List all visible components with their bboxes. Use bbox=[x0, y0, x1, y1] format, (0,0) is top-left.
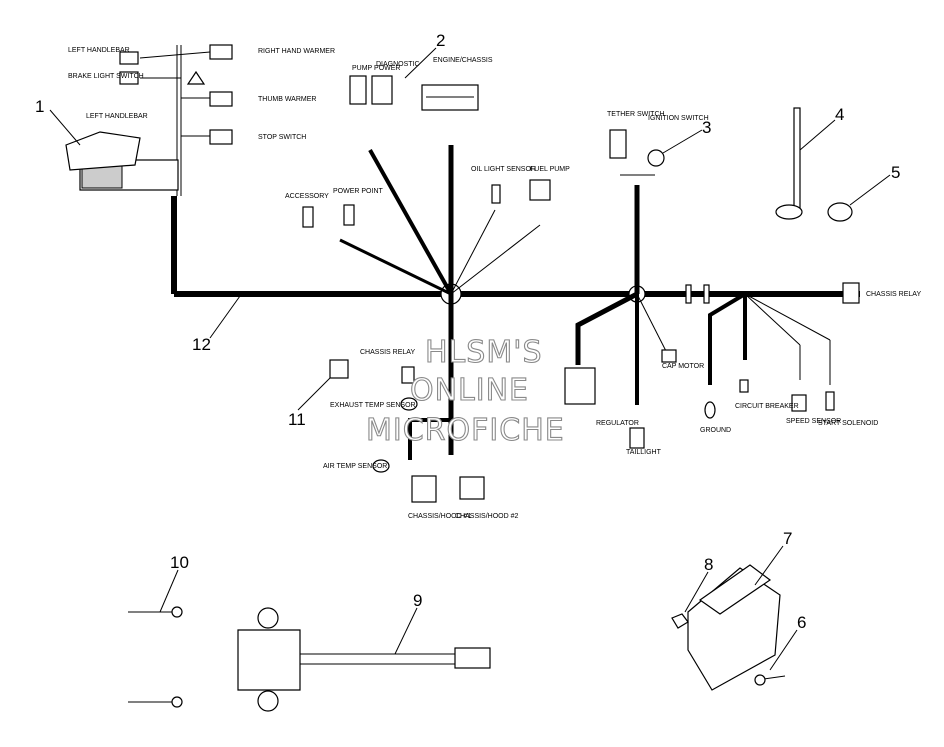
watermark-line-2: ONLINE bbox=[410, 373, 529, 408]
label-chassis-hood-1: CHASSIS/HOOD #1 bbox=[408, 513, 472, 520]
callout-9: 9 bbox=[413, 591, 422, 610]
label-exhaust-temp-sensor: EXHAUST TEMP SENSOR bbox=[330, 402, 416, 409]
label-tether-switch: TETHER SWITCH bbox=[607, 111, 665, 118]
label-circuit-breaker: CIRCUIT BREAKER bbox=[735, 403, 799, 410]
label-air-temp-sensor: AIR TEMP SENSOR bbox=[323, 463, 387, 470]
label-taillight: TAILLIGHT bbox=[626, 449, 662, 456]
callout-8: 8 bbox=[704, 555, 713, 574]
label-fuel-pump: FUEL PUMP bbox=[530, 166, 570, 173]
label-ground: GROUND bbox=[700, 427, 731, 434]
label-speed-sensor: SPEED SENSOR bbox=[786, 418, 841, 425]
label-chassis-hood-2: CHASSIS/HOOD #2 bbox=[455, 513, 519, 520]
label-ignition-switch: IGNITION SWITCH bbox=[648, 115, 709, 122]
label-diagnostic: DIAGNOSTIC bbox=[376, 61, 420, 68]
callout-10: 10 bbox=[170, 553, 189, 572]
callout-leaders bbox=[49, 47, 891, 671]
callout-2: 2 bbox=[436, 31, 445, 50]
voltage-regulator bbox=[237, 607, 491, 712]
cable-clip bbox=[827, 202, 853, 222]
label-start-solenoid: START SOLENOID bbox=[818, 420, 878, 427]
callout-7: 7 bbox=[783, 529, 792, 548]
callout-11: 11 bbox=[288, 410, 306, 429]
label-engine-chassis: ENGINE/CHASSIS bbox=[433, 57, 493, 64]
cable-tie bbox=[775, 107, 803, 220]
label-accessory: ACCESSORY bbox=[285, 193, 329, 200]
watermark-line-1: HLSM'S bbox=[425, 335, 543, 370]
label-stop-switch: STOP SWITCH bbox=[258, 134, 306, 141]
label-pump-power: PUMP POWER bbox=[352, 65, 401, 72]
left-handlebar-assembly bbox=[65, 44, 233, 191]
label-left-handlebar-top: LEFT HANDLEBAR bbox=[68, 47, 130, 54]
callout-5: 5 bbox=[891, 163, 900, 182]
rivets bbox=[128, 606, 183, 708]
label-power-point: POWER POINT bbox=[333, 188, 384, 195]
callout-3: 3 bbox=[702, 118, 711, 137]
callout-12: 12 bbox=[192, 335, 211, 354]
label-regulator: REGULATOR bbox=[596, 420, 639, 427]
callout-1: 1 bbox=[35, 97, 44, 116]
label-oil-light-sensor: OIL LIGHT SENSOR bbox=[471, 166, 536, 173]
callout-6: 6 bbox=[797, 613, 806, 632]
harness-connectors bbox=[302, 179, 860, 503]
rectifier-assembly bbox=[671, 564, 786, 691]
label-left-handlebar: LEFT HANDLEBAR bbox=[86, 113, 148, 120]
main-harness bbox=[171, 45, 860, 460]
callout-4: 4 bbox=[835, 105, 844, 124]
diagnostic-connectors bbox=[349, 75, 479, 111]
label-chassis-relay-right: CHASSIS RELAY bbox=[866, 291, 921, 298]
ignition-switch-group bbox=[609, 129, 665, 176]
label-cap-motor: CAP MOTOR bbox=[662, 363, 704, 370]
watermark-line-3: MICROFICHE bbox=[366, 413, 565, 448]
label-chassis-relay-left: CHASSIS RELAY bbox=[360, 349, 415, 356]
label-thumb-warmer: THUMB WARMER bbox=[258, 96, 316, 103]
label-brake-light-switch: BRAKE LIGHT SWITCH bbox=[68, 73, 144, 80]
label-right-hand-warmer: RIGHT HAND WARMER bbox=[258, 48, 335, 55]
